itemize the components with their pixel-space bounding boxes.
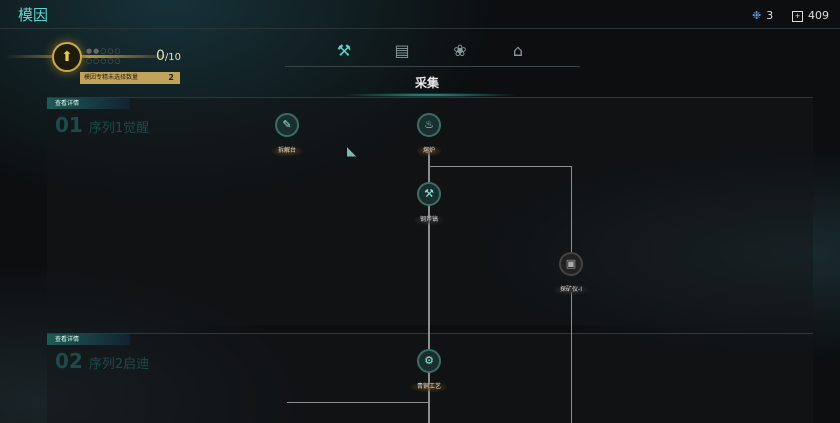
- gene-count: 0/10: [156, 48, 182, 64]
- crystal-resource: ❉3: [752, 9, 774, 22]
- tech-node[interactable]: ✎拆解台: [252, 113, 322, 156]
- axe-icon: ⚒: [417, 182, 441, 206]
- tab-building[interactable]: ⌂: [504, 38, 532, 64]
- bronze-icon: ⚙: [417, 349, 441, 373]
- connector-line: [571, 292, 572, 423]
- workbench-icon: ▤: [394, 41, 410, 60]
- connector-line: [287, 402, 429, 403]
- furnace-icon: ♨: [417, 113, 441, 137]
- view-details-button[interactable]: 查看详情: [47, 334, 130, 345]
- wrench-icon: ✎: [275, 113, 299, 137]
- divider: [285, 66, 580, 67]
- arrow-up-icon: ⬆: [61, 49, 73, 65]
- gene-upgrade-button[interactable]: ⬆: [52, 42, 82, 72]
- connector-line: [428, 152, 430, 423]
- tech-node[interactable]: ▣探矿仪-I: [536, 252, 606, 295]
- tab-crafting[interactable]: ▤: [388, 38, 416, 64]
- connector-line: [428, 166, 572, 167]
- detector-icon: ▣: [559, 252, 583, 276]
- gene-slots: ●●○○○○○○○○: [86, 47, 122, 65]
- house-icon: ⌂: [512, 41, 524, 60]
- tech-node[interactable]: ⚒钢斧镐: [394, 182, 464, 225]
- category-tabs: ⚒ ▤ ❀ ⌂: [330, 38, 532, 64]
- tech-node[interactable]: ⚙青铜工艺: [394, 349, 464, 392]
- pickaxe-icon: ⚒: [336, 41, 352, 60]
- crystal-icon: ❉: [752, 9, 762, 22]
- gene-glow: [5, 55, 175, 58]
- category-glow: [340, 93, 520, 97]
- tab-gathering[interactable]: ⚒: [330, 38, 358, 64]
- view-details-button[interactable]: 查看详情: [47, 98, 130, 109]
- divider: [0, 28, 840, 29]
- connector-line: [571, 166, 572, 252]
- plant-icon: ❀: [453, 41, 467, 60]
- tab-farming[interactable]: ❀: [446, 38, 474, 64]
- cursor-icon: ◣: [347, 144, 357, 158]
- page-title: 模因: [18, 6, 49, 24]
- category-title: 采集: [415, 76, 440, 90]
- scan-icon: +: [792, 10, 803, 22]
- tech-node[interactable]: ♨熔炉: [394, 113, 464, 156]
- scan-resource: +409: [792, 9, 829, 23]
